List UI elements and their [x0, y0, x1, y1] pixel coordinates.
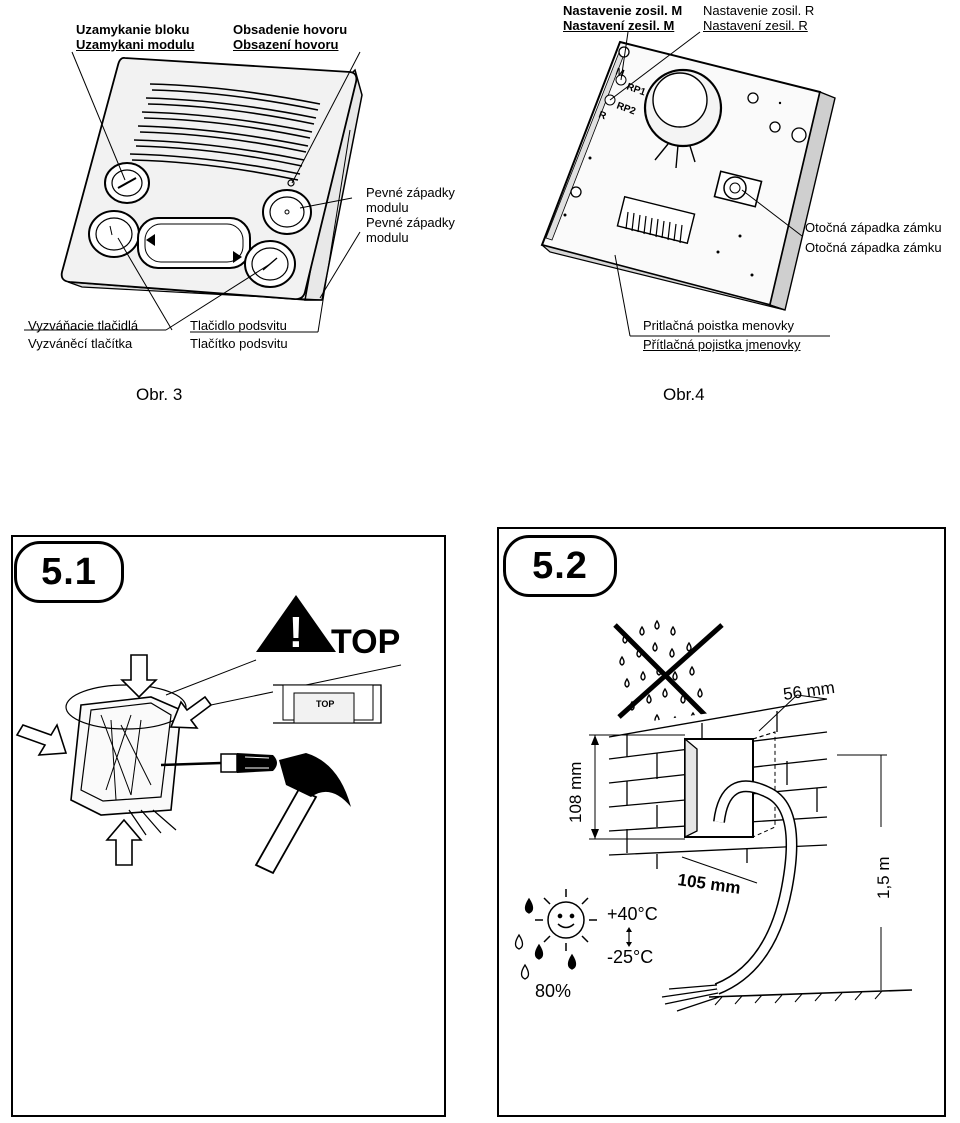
dim-mount-height: 1,5 m — [874, 856, 893, 899]
dim-depth: 56 mm — [782, 678, 836, 704]
step-5-2-panel — [497, 527, 946, 1117]
label-call-buttons: Vyzváňacie tlačidlá Vyzváněcí tlačítka — [28, 318, 139, 351]
label-fixed-latches: Pevné západky modulu Pevné západky modul… — [366, 185, 455, 245]
sun-icon — [535, 889, 597, 951]
step-5-2-badge: 5.2 — [503, 535, 617, 597]
top-label: TOP — [331, 623, 400, 661]
humidity: 80% — [535, 981, 571, 1001]
step-5-1-badge: 5.1 — [14, 541, 124, 603]
fig4-drawing: M RP1 RP2 R — [540, 31, 836, 337]
caption-fig3: Obr. 3 — [136, 385, 183, 404]
warning-mark: ! — [289, 608, 304, 657]
caption-fig4: Obr.4 — [663, 385, 705, 404]
label-name-clip: Pritlačná poistka menovky Přítlačná poji… — [643, 318, 801, 352]
box-top-label: TOP — [316, 699, 334, 709]
dim-height: 108 mm — [566, 762, 585, 823]
label-lock-block: Uzamykanie bloku Uzamykani modulu — [76, 22, 195, 52]
label-lock-latch: Otočná západka zámku Otočná západka zámk… — [805, 220, 942, 255]
drops-icon — [514, 897, 577, 980]
temp-max: +40°C — [607, 904, 658, 924]
board-label-r: R — [597, 109, 608, 122]
warning-icon — [256, 595, 336, 652]
step-5-2-drawing: 56 mm 108 mm 105 mm 1,5 m +40°C -25°C 80… — [514, 619, 913, 1012]
label-call-busy: Obsadenie hovoru Obsazení hovoru — [233, 22, 348, 52]
label-amp-r: Nastavenie zosil. R Nastavení zesil. R — [703, 3, 815, 33]
temp-min: -25°C — [607, 947, 653, 967]
label-backlight-button: Tlačidlo podsvitu Tlačítko podsvitu — [190, 318, 288, 351]
board-label-m: M — [614, 66, 626, 79]
label-amp-m: Nastavenie zosil. M Nastavení zesil. M — [563, 3, 683, 33]
fig3-drawing — [24, 51, 363, 333]
step-5-1-panel — [11, 535, 446, 1117]
step-5-1-drawing: ! TOP TOP — [15, 595, 402, 875]
